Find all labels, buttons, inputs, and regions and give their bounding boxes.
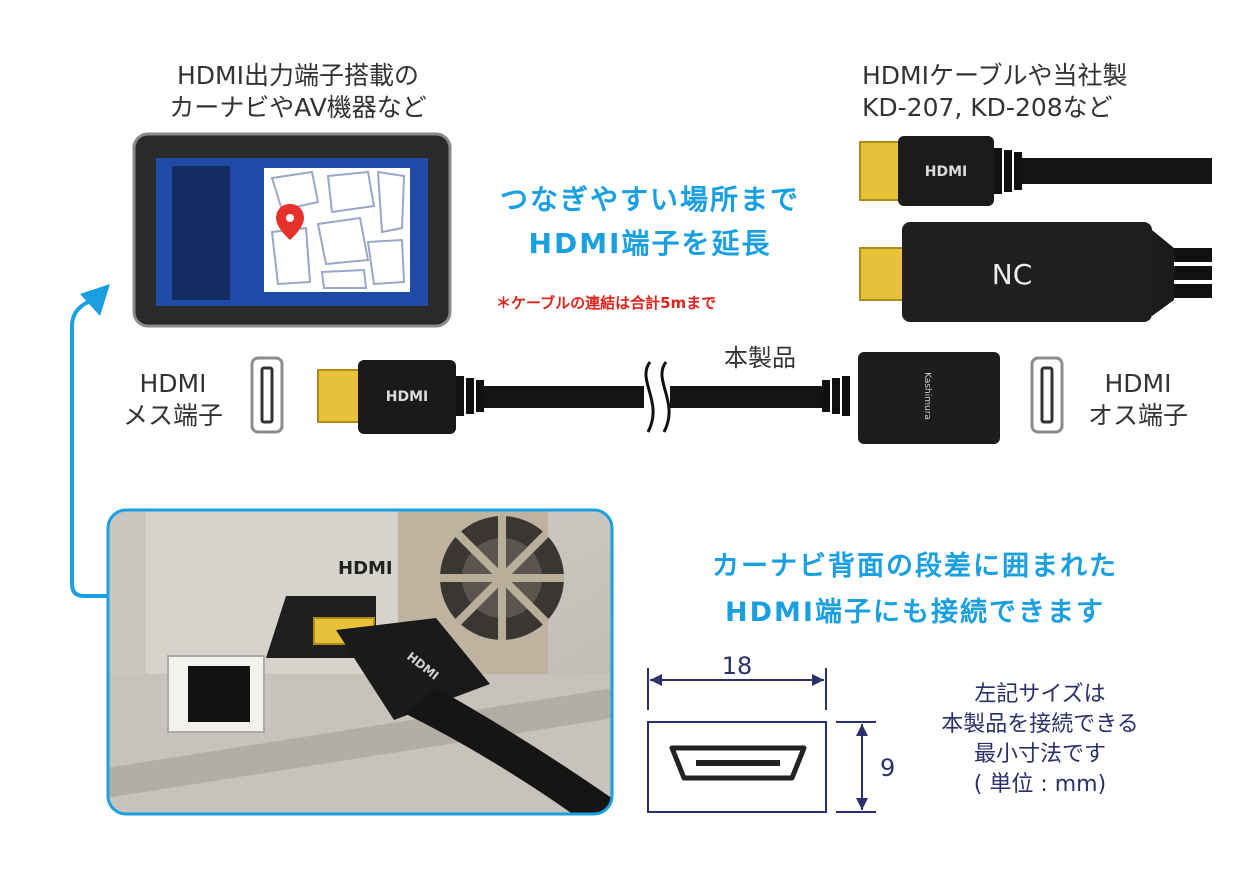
- width-dimension: 18: [722, 652, 753, 680]
- car-navigation-illustration: [132, 132, 452, 328]
- connection-note: ＊ケーブルの連結は合計5mまで: [496, 294, 717, 312]
- dimension-diagram: 18 9: [647, 652, 895, 813]
- product-label: 本製品: [724, 344, 796, 372]
- female-label-line2: メス端子: [122, 401, 223, 430]
- step-heading: カーナビ背面の段差に囲まれた HDMI端子にも接続できます: [620, 544, 1210, 636]
- brand-logo: NC: [992, 258, 1033, 291]
- female-port-icon: [250, 356, 284, 434]
- cable-caption-line1: HDMIケーブルや当社製: [862, 61, 1128, 90]
- extend-heading-line2: HDMI端子を延長: [528, 227, 772, 260]
- device-caption-line1: HDMI出力端子搭載の: [177, 61, 419, 90]
- male-port-icon: [1030, 356, 1064, 434]
- arrow-head-icon: [80, 284, 110, 316]
- rear-hdmi-marking: HDMI: [338, 558, 393, 579]
- female-label-line1: HDMI: [139, 369, 207, 398]
- size-note-line3: 最小寸法です: [973, 742, 1106, 767]
- compatible-cables-illustration: HDMI NC: [859, 136, 1212, 322]
- device-caption-line2: カーナビやAV機器など: [169, 93, 427, 122]
- step-heading-line1: カーナビ背面の段差に囲まれた: [712, 551, 1118, 582]
- female-connector-label: HDMI メス端子: [118, 368, 228, 432]
- product-cable-illustration: HDMI Kashimura: [250, 352, 1064, 444]
- hdmi-logo-top: HDMI: [925, 164, 967, 180]
- extend-heading-line1: つなぎやすい場所まで: [499, 183, 800, 216]
- rear-panel-photo: HDMI HDMI: [106, 508, 614, 816]
- cable-caption: HDMIケーブルや当社製 KD-207, KD-208など: [862, 60, 1192, 124]
- size-note-line4: ( 単位 : mm): [973, 772, 1107, 797]
- kashimura-text: Kashimura: [922, 372, 932, 420]
- extend-heading: つなぎやすい場所まで HDMI端子を延長: [470, 178, 830, 266]
- male-label-line1: HDMI: [1104, 369, 1172, 398]
- size-note: 左記サイズは 本製品を接続できる 最小寸法です ( 単位 : mm): [900, 680, 1180, 800]
- connection-arrow: [70, 284, 114, 598]
- height-dimension: 9: [880, 754, 895, 782]
- step-heading-line2: HDMI端子にも接続できます: [725, 597, 1105, 628]
- size-note-line1: 左記サイズは: [974, 682, 1106, 707]
- male-label-line2: オス端子: [1087, 401, 1188, 430]
- cable-caption-line2: KD-207, KD-208など: [862, 93, 1113, 122]
- device-caption: HDMI出力端子搭載の カーナビやAV機器など: [148, 60, 448, 124]
- hdmi-logo-plug: HDMI: [386, 389, 428, 405]
- size-note-line2: 本製品を接続できる: [941, 712, 1139, 737]
- male-connector-label: HDMI オス端子: [1078, 368, 1198, 432]
